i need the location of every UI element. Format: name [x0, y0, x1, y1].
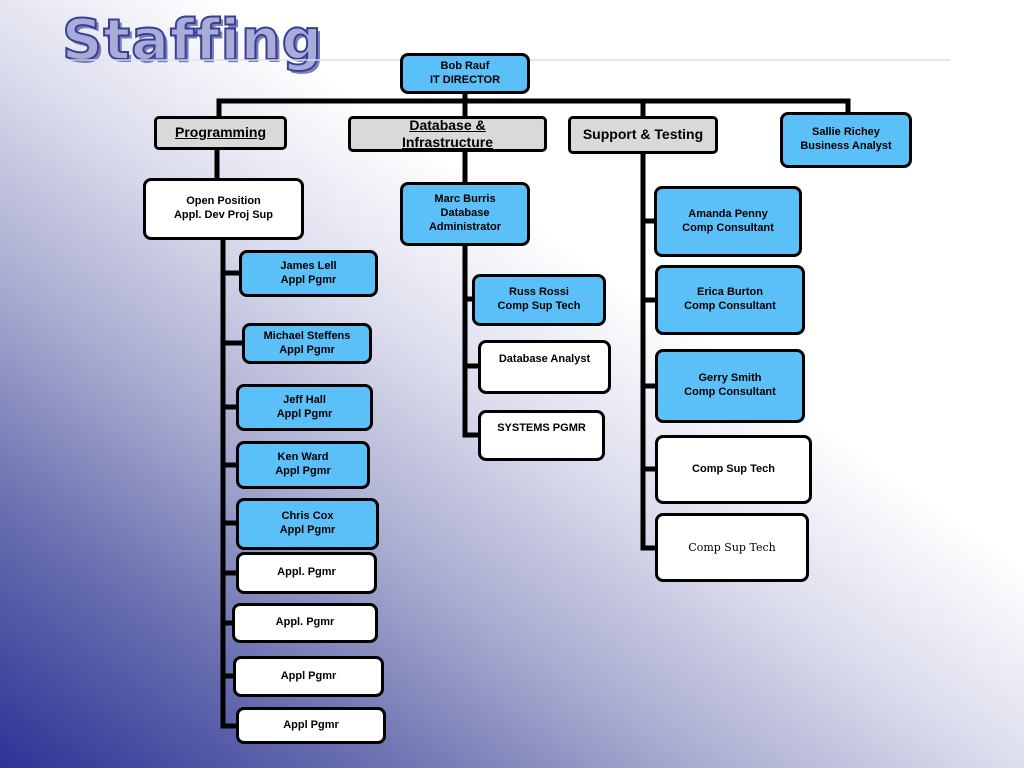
- dba-box[interactable]: Marc Burris Database Administrator: [400, 182, 530, 246]
- business-analyst-box[interactable]: Sallie Richey Business Analyst: [780, 112, 912, 168]
- consultant-box[interactable]: Gerry Smith Comp Consultant: [655, 349, 805, 423]
- consultant-box[interactable]: Amanda Penny Comp Consultant: [654, 186, 802, 257]
- slide-title: Staffing: [61, 7, 323, 74]
- programmer-box[interactable]: James Lell Appl Pgmr: [239, 250, 378, 297]
- comp-sup-tech-box[interactable]: Russ Rossi Comp Sup Tech: [472, 274, 606, 326]
- programming-lead-box[interactable]: Open Position Appl. Dev Proj Sup: [143, 178, 304, 240]
- open-programmer-box[interactable]: Appl Pgmr: [236, 707, 386, 744]
- database-analyst-box[interactable]: Database Analyst: [478, 340, 611, 394]
- dept-support-testing[interactable]: Support & Testing: [568, 116, 718, 154]
- support-tech-box[interactable]: Comp Sup Tech: [655, 513, 809, 582]
- programmer-box[interactable]: Chris Cox Appl Pgmr: [236, 498, 379, 550]
- programmer-box[interactable]: Ken Ward Appl Pgmr: [236, 441, 370, 489]
- consultant-box[interactable]: Erica Burton Comp Consultant: [655, 265, 805, 335]
- dept-programming[interactable]: Programming: [154, 116, 287, 150]
- open-programmer-box[interactable]: Appl. Pgmr: [236, 552, 377, 594]
- programmer-box[interactable]: Jeff Hall Appl Pgmr: [236, 384, 373, 431]
- director-box[interactable]: Bob Rauf IT DIRECTOR: [400, 53, 530, 94]
- open-programmer-box[interactable]: Appl Pgmr: [233, 656, 384, 697]
- open-programmer-box[interactable]: Appl. Pgmr: [232, 603, 378, 643]
- support-tech-box[interactable]: Comp Sup Tech: [655, 435, 812, 504]
- dept-database-infrastructure[interactable]: Database & Infrastructure: [348, 116, 547, 152]
- systems-programmer-box[interactable]: SYSTEMS PGMR: [478, 410, 605, 461]
- programmer-box[interactable]: Michael Steffens Appl Pgmr: [242, 323, 372, 364]
